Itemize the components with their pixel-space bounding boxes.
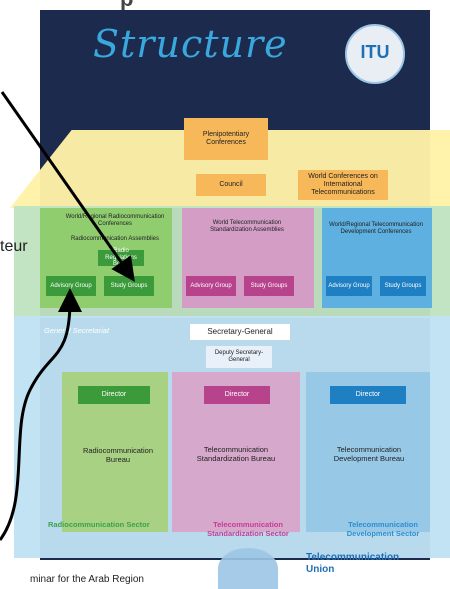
plenipotentiary-label: Plenipotentiary Conferences [202, 130, 250, 146]
dev-study-box: Study Groups [380, 276, 426, 296]
wcit-label: World Conferences on International Telec… [308, 172, 378, 197]
poster-title: Structure [93, 22, 288, 66]
telecom-bureau-label: Telecommunication Standardization Bureau [196, 445, 276, 463]
secretary-general-box: Secretary-General [190, 324, 290, 340]
footer-telecom-text: Telecommunication [306, 552, 400, 563]
plenipotentiary-box: Plenipotentiary Conferences [184, 118, 268, 160]
footer-union-text: Union [306, 564, 335, 575]
arrow-to-advisory-group [0, 288, 82, 541]
dev-assembly-label: World/Regional Telecommunication Develop… [329, 222, 423, 235]
top-fragment: p [120, 0, 133, 12]
arrow-to-study-groups [0, 91, 135, 282]
footer-seminar-text: minar for the Arab Region [30, 574, 144, 585]
council-label: Council [219, 180, 243, 188]
radio-assembly-label: World/Regional Radiocommunication Confer… [65, 214, 165, 227]
telecom-study-box: Study Groups [244, 276, 294, 296]
dev-director-box: Director [330, 386, 406, 404]
telecom-advisory-box: Advisory Group [186, 276, 236, 296]
itu-logo-icon: ITU [345, 24, 405, 84]
general-secretariat-label: General Secretariat [44, 326, 110, 335]
dev-bureau-label: Telecommunication Development Bureau [333, 445, 405, 463]
radio-sector-title: Radiocommunication Sector [48, 520, 150, 529]
dev-sector-title: Telecommunication Development Sector [346, 520, 420, 538]
council-box: Council [196, 174, 266, 196]
radio-director-box: Director [78, 386, 150, 404]
telecom-assembly-label: World Telecommunication Standardization … [210, 220, 284, 233]
telecom-sector-title: Telecommunication Standardization Sector [207, 520, 289, 538]
deputy-secretary-general-box: Deputy Secretary-General [206, 346, 272, 368]
footer-itu-logo-icon [218, 548, 278, 589]
telecom-director-box: Director [204, 386, 270, 404]
radio-assembly2-label: Radiocommunication Assemblies [70, 235, 160, 242]
itu-logo-text: ITU [360, 42, 390, 62]
side-text-fragment: teur [0, 238, 28, 255]
dev-advisory-box: Advisory Group [326, 276, 372, 296]
radio-bureau-label: Radiocommunication Bureau [82, 446, 154, 464]
wcit-box: World Conferences on International Telec… [298, 170, 388, 200]
